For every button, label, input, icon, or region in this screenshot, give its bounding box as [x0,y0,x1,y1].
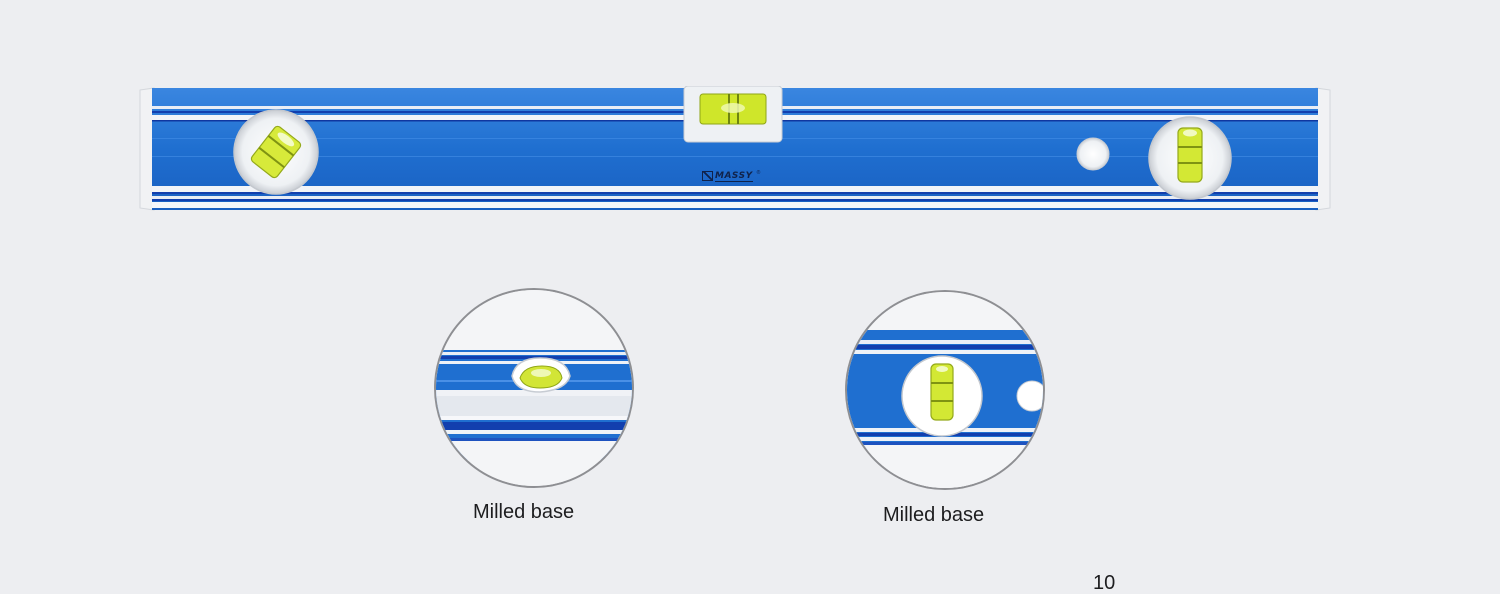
detail-circle-side-vial [845,290,1045,490]
right-vial [1177,127,1203,183]
spirit-level: MASSY ® [136,86,1334,212]
detail-circle-top-vial [434,288,634,488]
brand-mark-icon [702,171,713,181]
caption-milled-base-2: Milled base [883,504,985,526]
brand-name: MASSY [715,170,753,182]
spirit-level-drawing [139,86,1331,211]
brand-logo: MASSY ® [702,170,760,182]
detail-side-vial-drawing [847,292,1043,488]
side-hang-hole [1016,380,1043,412]
page-number: 10 [1093,572,1116,594]
detail-top-vial-drawing [436,290,632,486]
hang-hole [1076,137,1110,171]
right-end-cap [1315,87,1331,211]
caption-milled-base-1: Milled base [473,501,575,523]
brand-registered-mark: ® [756,170,761,176]
left-end-cap [139,87,155,211]
